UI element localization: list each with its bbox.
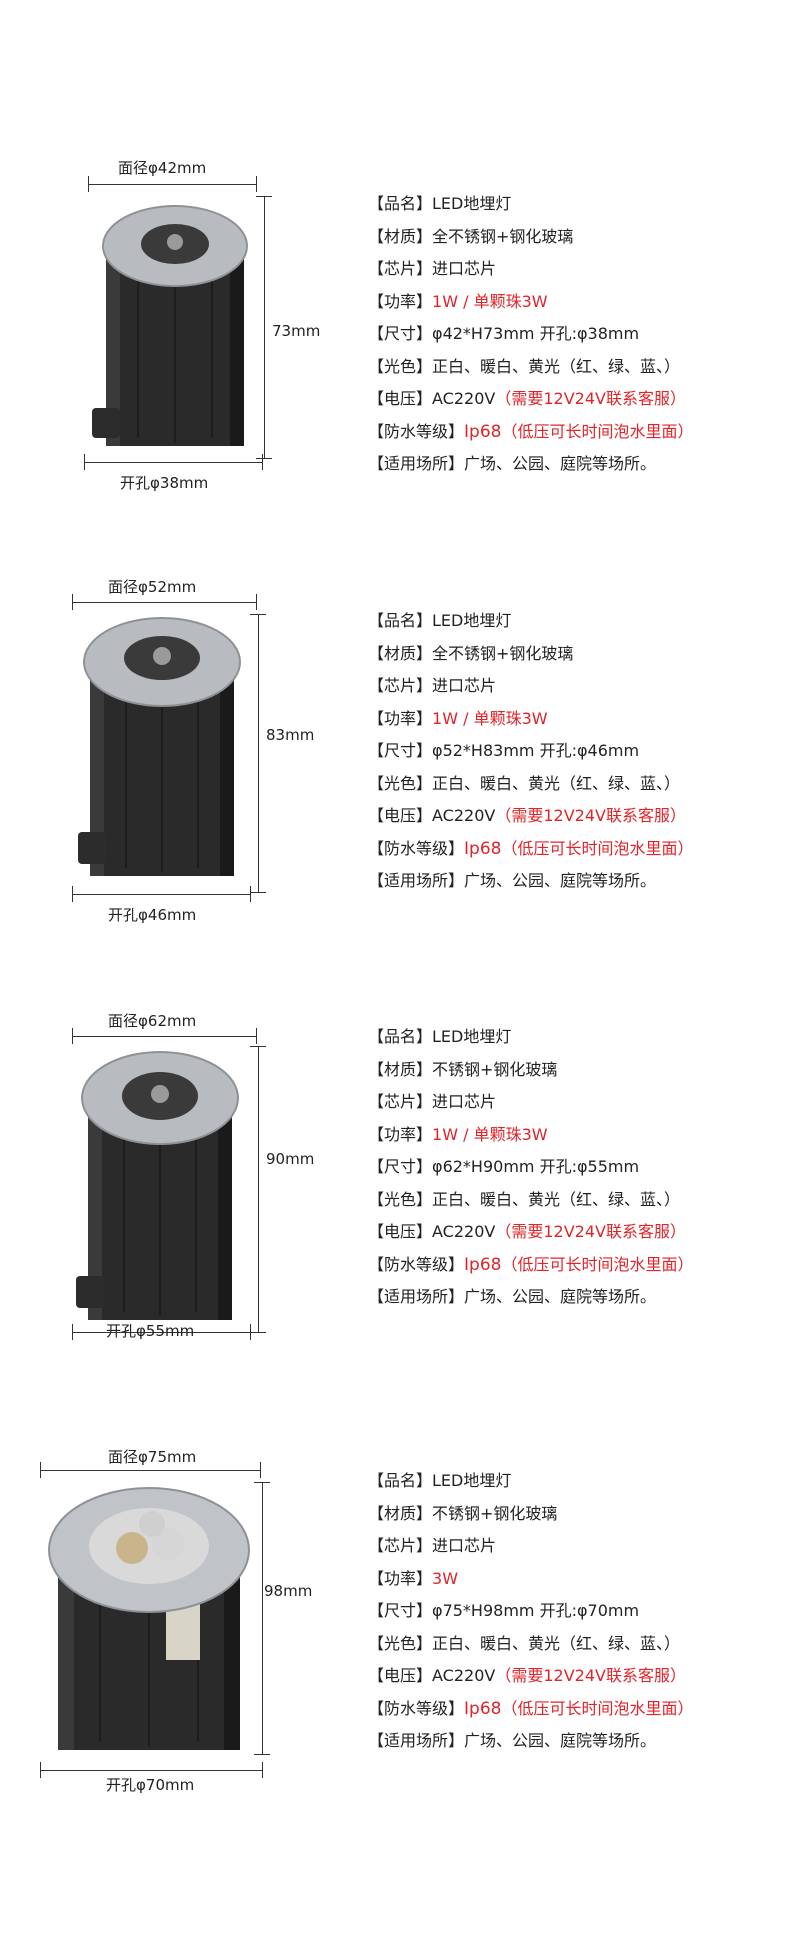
hole-dimension-line: [72, 894, 250, 895]
face-diameter-label: 面径φ52mm: [108, 578, 197, 596]
spec-row: 【防水等级】Ip68（低压可长时间泡水里面）: [368, 838, 694, 859]
height-dimension-line: [262, 1482, 263, 1754]
spec-row: 【尺寸】φ62*H90mm 开孔:φ55mm: [368, 1157, 640, 1176]
spec-row: 【防水等级】Ip68（低压可长时间泡水里面）: [368, 1254, 694, 1275]
spec-list: 【品名】LED地埋灯 【材质】全不锈钢+钢化玻璃 【芯片】进口芯片 【功率】1W…: [368, 188, 693, 481]
spec-row: 【防水等级】Ip68（低压可长时间泡水里面）: [368, 1698, 694, 1719]
hole-diameter-label: 开孔φ46mm: [108, 906, 197, 924]
spec-row: 【芯片】进口芯片: [368, 676, 497, 695]
spec-row: 【芯片】进口芯片: [368, 1092, 497, 1111]
spec-row: 【光色】正白、暖白、黄光（红、绿、蓝、）: [368, 1189, 681, 1209]
product-section-3: 面径φ62mm 90mm 开孔φ55mm 【品名】LED地埋灯 【材质】不锈钢+…: [0, 900, 790, 1350]
hole-dimension-line: [40, 1770, 262, 1771]
spec-row: 【材质】不锈钢+钢化玻璃: [368, 1503, 558, 1523]
hole-dimension-line: [72, 1332, 250, 1333]
spec-row: 【适用场所】广场、公园、庭院等场所。: [368, 454, 657, 473]
height-label: 98mm: [264, 1582, 313, 1600]
face-diameter-label: 面径φ75mm: [108, 1448, 197, 1466]
face-dimension-line: [40, 1470, 260, 1471]
spec-row: 【光色】正白、暖白、黄光（红、绿、蓝、）: [368, 1633, 681, 1653]
spec-row: 【材质】不锈钢+钢化玻璃: [368, 1059, 558, 1079]
spec-row: 【品名】LED地埋灯: [368, 194, 512, 213]
spec-row: 【防水等级】Ip68（低压可长时间泡水里面）: [368, 421, 694, 442]
spec-row: 【材质】全不锈钢+钢化玻璃: [368, 226, 574, 246]
height-dimension-line: [258, 614, 259, 892]
hole-diameter-label: 开孔φ55mm: [106, 1322, 195, 1340]
spec-row: 【尺寸】φ42*H73mm 开孔:φ38mm: [368, 324, 640, 343]
ground-lamp-image: [76, 1051, 239, 1320]
face-dimension-line: [72, 1036, 256, 1037]
spec-row: 【品名】LED地埋灯: [368, 1471, 512, 1490]
ground-lamp-image: [92, 205, 248, 446]
spec-row: 【光色】正白、暖白、黄光（红、绿、蓝、）: [368, 773, 681, 793]
face-diameter-label: 面径φ62mm: [108, 1012, 197, 1030]
spec-row: 【电压】AC220V（需要12V24V联系客服）: [368, 1222, 686, 1241]
height-dimension-line: [264, 196, 265, 458]
spec-row: 【芯片】进口芯片: [368, 1536, 497, 1555]
spec-row: 【功率】1W / 单颗珠3W: [368, 1124, 548, 1144]
spec-list: 【品名】LED地埋灯 【材质】不锈钢+钢化玻璃 【芯片】进口芯片 【功率】3W …: [368, 1465, 693, 1758]
spec-row: 【电压】AC220V（需要12V24V联系客服）: [368, 1666, 686, 1685]
spec-list: 【品名】LED地埋灯 【材质】不锈钢+钢化玻璃 【芯片】进口芯片 【功率】1W …: [368, 1021, 693, 1314]
spec-row: 【功率】1W / 单颗珠3W: [368, 708, 548, 728]
spec-row: 【尺寸】φ52*H83mm 开孔:φ46mm: [368, 741, 640, 760]
spec-list: 【品名】LED地埋灯 【材质】全不锈钢+钢化玻璃 【芯片】进口芯片 【功率】1W…: [368, 605, 693, 898]
hole-diameter-label: 开孔φ70mm: [106, 1776, 195, 1794]
spec-row: 【品名】LED地埋灯: [368, 1027, 512, 1046]
spec-row: 【材质】全不锈钢+钢化玻璃: [368, 643, 574, 663]
spec-row: 【功率】1W / 单颗珠3W: [368, 291, 548, 311]
spec-row: 【芯片】进口芯片: [368, 259, 497, 278]
height-label: 90mm: [266, 1150, 315, 1168]
spec-row: 【尺寸】φ75*H98mm 开孔:φ70mm: [368, 1601, 640, 1620]
spec-row: 【光色】正白、暖白、黄光（红、绿、蓝、）: [368, 356, 681, 376]
hole-diameter-label: 开孔φ38mm: [120, 474, 209, 492]
face-dimension-line: [72, 602, 256, 603]
product-section-1: 面径φ42mm 73mm 开孔φ38mm 【品名】LED地埋灯 【材质】全不锈钢…: [0, 0, 790, 492]
ground-lamp-image: [48, 1487, 250, 1750]
spec-row: 【适用场所】广场、公园、庭院等场所。: [368, 871, 657, 890]
hole-dimension-line: [84, 462, 262, 463]
spec-row: 【品名】LED地埋灯: [368, 611, 512, 630]
spec-row: 【功率】3W: [368, 1568, 459, 1588]
spec-row: 【适用场所】广场、公园、庭院等场所。: [368, 1731, 657, 1750]
ground-lamp-image: [78, 617, 241, 876]
height-dimension-line: [258, 1046, 259, 1332]
product-section-4: 面径φ75mm 98mm 开孔φ70mm 【品名】LED地埋灯 【材质】不锈钢+…: [0, 1350, 790, 1946]
face-dimension-line: [88, 184, 256, 185]
height-label: 83mm: [266, 726, 315, 744]
product-section-2: 面径φ52mm 83mm 开孔φ46mm 【品名】LED地埋灯 【材质】全不锈钢…: [0, 480, 790, 924]
spec-row: 【适用场所】广场、公园、庭院等场所。: [368, 1287, 657, 1306]
spec-row: 【电压】AC220V（需要12V24V联系客服）: [368, 806, 686, 825]
height-label: 73mm: [272, 322, 321, 340]
spec-row: 【电压】AC220V（需要12V24V联系客服）: [368, 389, 686, 408]
face-diameter-label: 面径φ42mm: [118, 159, 207, 177]
